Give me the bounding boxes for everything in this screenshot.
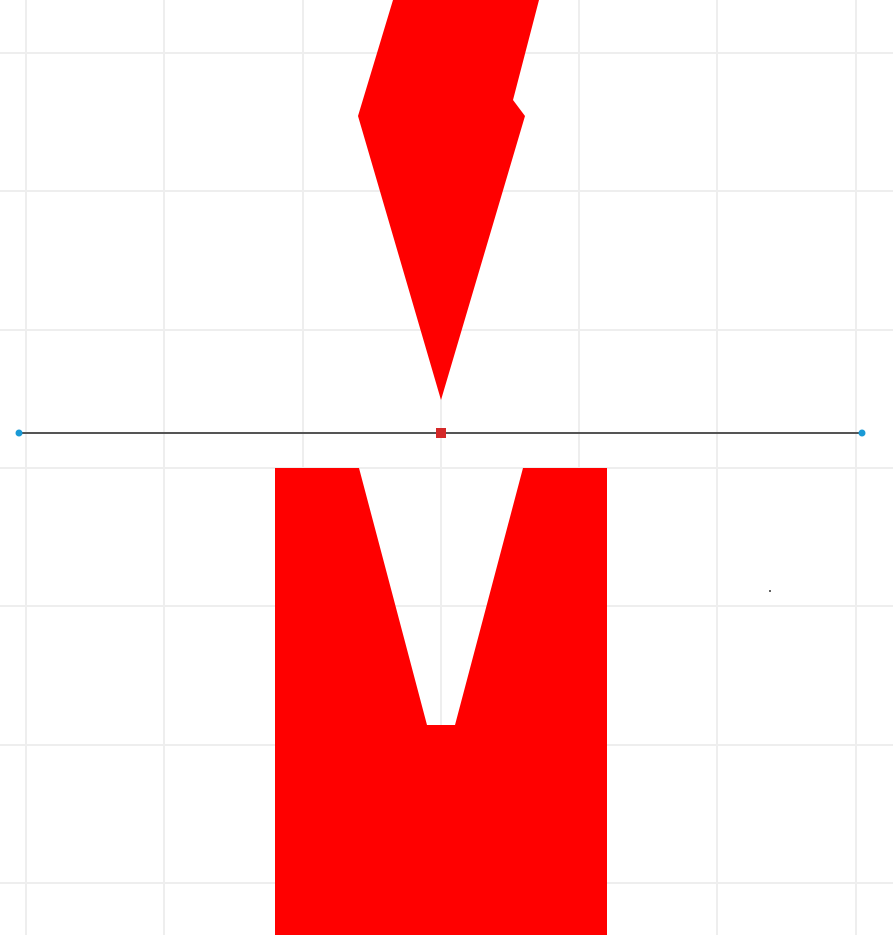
notched-block-shape[interactable] [275,468,607,935]
line-endpoint-handle-left[interactable] [15,429,23,437]
line-midpoint-handle[interactable] [436,428,446,438]
canvas-dot-marker [769,590,771,592]
line-endpoint-handle-right[interactable] [858,429,866,437]
lightning-bolt-shape[interactable] [358,0,539,400]
